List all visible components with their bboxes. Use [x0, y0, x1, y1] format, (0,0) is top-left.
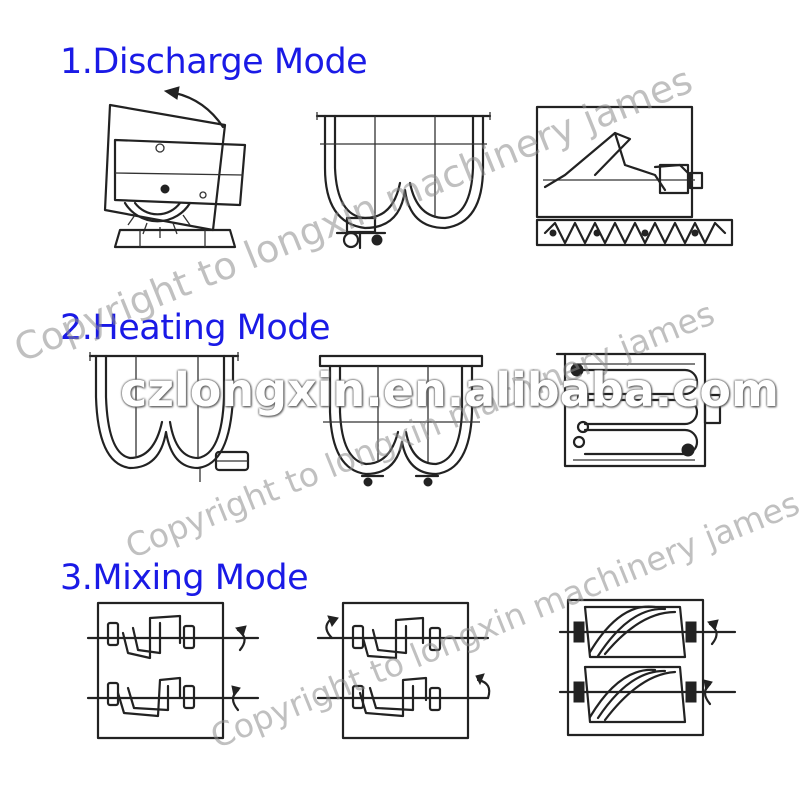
jacketed-trough-heating-diagram: [88, 352, 258, 487]
lidded-trough-heating-diagram: [318, 352, 488, 492]
website-watermark: czlongxin.en.alibaba.com: [120, 363, 779, 417]
mixing-mode-title: 3.Mixing Mode: [60, 558, 309, 598]
ribbon-mixing-diagram: [560, 592, 740, 742]
heating-mode-title: 2.Heating Mode: [60, 308, 331, 348]
twin-shaft-paddle-mixing-diagram-2: [318, 598, 503, 743]
discharge-mode-title: 1.Discharge Mode: [60, 42, 368, 82]
screw-discharge-diagram: [535, 105, 735, 250]
tilting-discharge-diagram: [95, 85, 255, 255]
w-trough-discharge-diagram: [315, 108, 495, 258]
heating-coil-top-view-diagram: [555, 350, 730, 470]
twin-shaft-paddle-mixing-diagram-1: [88, 598, 268, 743]
